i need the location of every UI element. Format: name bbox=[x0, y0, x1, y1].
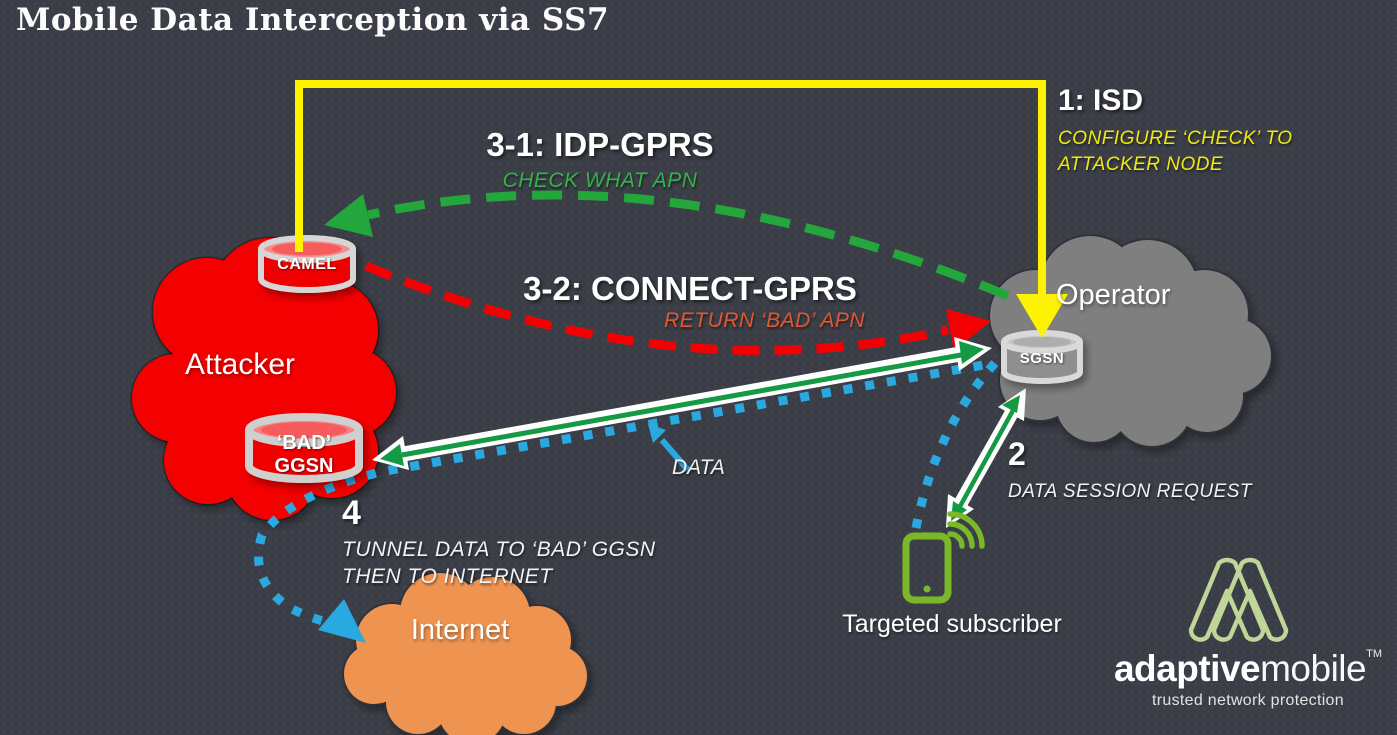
step3-1-label: 3-1: IDP-GPRS bbox=[486, 126, 714, 163]
step1-note: CONFIGURE ‘CHECK’ TO ATTACKER NODE bbox=[1058, 128, 1293, 175]
phone-icon bbox=[902, 511, 985, 604]
internet-cloud-label: Internet bbox=[410, 614, 510, 646]
step3-2-note: RETURN ‘BAD’ APN bbox=[664, 309, 865, 332]
camel-cylinder bbox=[258, 235, 356, 293]
session-redirect-arrow bbox=[372, 337, 992, 470]
isd-arrow bbox=[295, 80, 1068, 338]
logo-brand-light: mobile bbox=[1260, 648, 1367, 689]
data-pointer-arrow bbox=[648, 424, 691, 472]
adaptivemobile-logo-text: adaptivemobileTM bbox=[1100, 648, 1396, 690]
step3-1-note: CHECK WHAT APN bbox=[502, 169, 698, 192]
logo-trademark: TM bbox=[1366, 648, 1382, 660]
camel-cylinder-label: CAMEL bbox=[277, 256, 337, 273]
step4-label: 4 bbox=[342, 494, 361, 532]
adaptivemobile-logo-mark bbox=[1191, 560, 1286, 640]
logo-brand-bold: adaptive bbox=[1113, 648, 1261, 689]
idp-gprs-arrow bbox=[324, 190, 1010, 301]
targeted-subscriber-label: Targeted subscriber bbox=[842, 610, 1062, 638]
bad-ggsn-cylinder bbox=[245, 413, 363, 483]
data-session-arrow bbox=[946, 388, 1026, 528]
step3-2-label: 3-2: CONNECT-GPRS bbox=[523, 270, 857, 307]
step2-label: 2 bbox=[1008, 436, 1026, 472]
bad-ggsn-cylinder-label: ‘BAD’ GGSN bbox=[274, 432, 334, 477]
data-annotation: DATA bbox=[672, 456, 725, 479]
data-tunnel-path bbox=[254, 356, 1008, 643]
step2-note: DATA SESSION REQUEST bbox=[1008, 481, 1253, 502]
step1-label: 1: ISD bbox=[1058, 84, 1144, 117]
internet-cloud bbox=[342, 571, 589, 735]
page-title: Mobile Data Interception via SS7 bbox=[16, 2, 610, 38]
attacker-cloud-label: Attacker bbox=[184, 348, 296, 381]
step4-note: TUNNEL DATA TO ‘BAD’ GGSN THEN TO INTERN… bbox=[342, 538, 656, 589]
sgsn-cylinder-label: SGSN bbox=[1019, 350, 1065, 367]
logo-tagline: trusted network protection bbox=[1152, 692, 1344, 709]
operator-cloud-label: Operator bbox=[1056, 279, 1171, 311]
